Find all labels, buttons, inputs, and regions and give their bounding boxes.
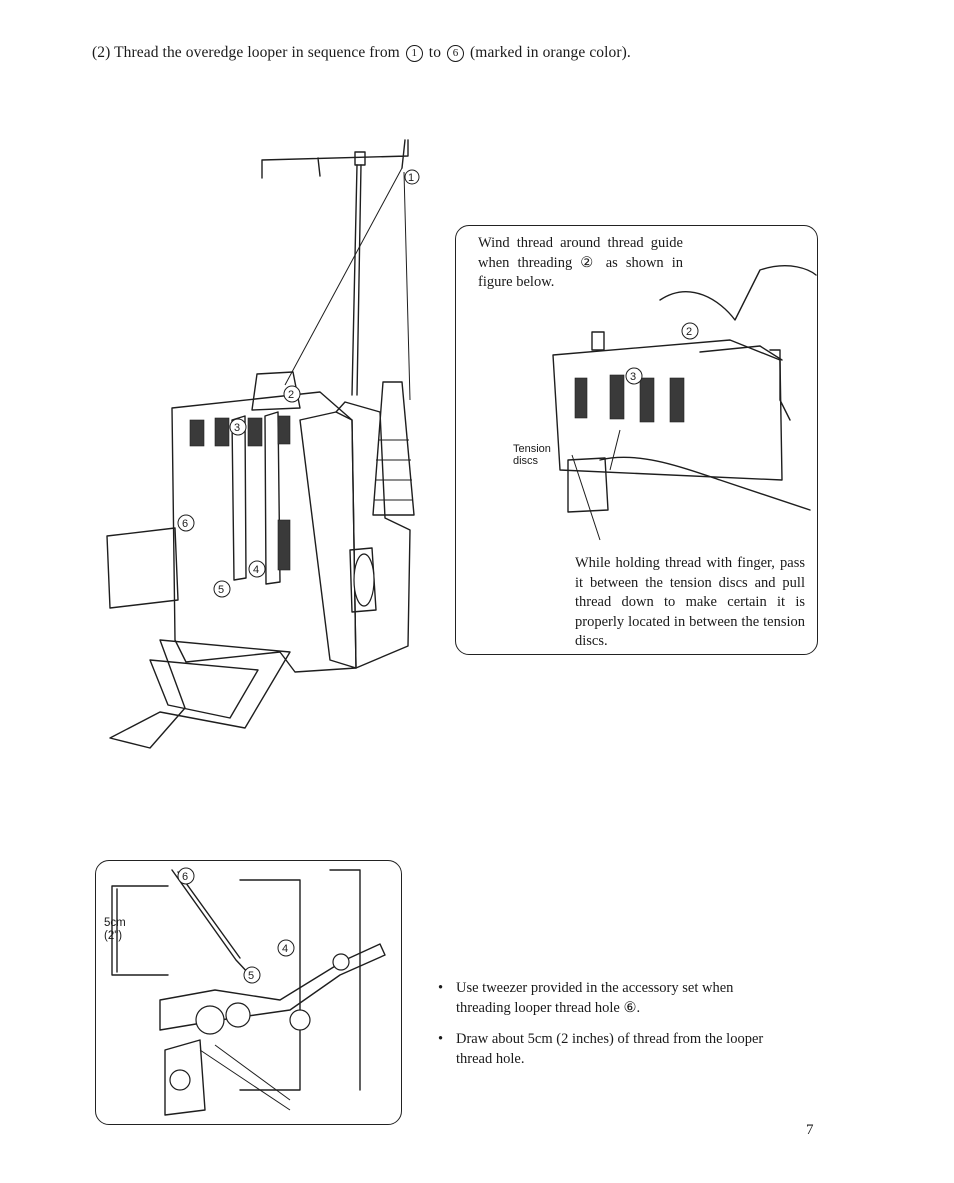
thread-length-label: 5cm (2") bbox=[104, 917, 126, 942]
list-item: • Draw about 5cm (2 inches) of thread fr… bbox=[438, 1031, 764, 1067]
tension-callout-illustration: 2 3 bbox=[552, 265, 817, 541]
looper-callout-illustration: 6 4 5 bbox=[111, 867, 386, 1116]
cone-spool-icon bbox=[251, 371, 415, 516]
instruction-list: • Use tweezer provided in the accessory … bbox=[436, 978, 781, 1080]
marker-4-label: 4 bbox=[253, 564, 259, 576]
machine-body bbox=[106, 391, 411, 673]
marker-6-label: 6 bbox=[182, 518, 188, 530]
marker-end: 6 bbox=[447, 45, 465, 62]
presser-foot-plate bbox=[109, 639, 291, 749]
svg-text:2: 2 bbox=[686, 326, 692, 338]
svg-text:3: 3 bbox=[630, 371, 636, 383]
bullet-icon: • bbox=[438, 980, 444, 996]
thread-stand-icon bbox=[261, 139, 411, 401]
list-item: • Use tweezer provided in the accessory … bbox=[438, 980, 734, 1016]
svg-text:4: 4 bbox=[282, 943, 288, 955]
svg-text:6: 6 bbox=[182, 871, 188, 883]
step-heading: (2) Thread the overedge looper in sequen… bbox=[92, 44, 631, 62]
marker-start: 1 bbox=[405, 45, 423, 62]
machine-markers: 1 2 3 4 5 6 bbox=[177, 169, 420, 598]
heading-suffix: (marked in orange color). bbox=[470, 44, 631, 61]
tension-callout-box bbox=[455, 225, 818, 655]
wind-thread-instruction: Wind thread around thread guide when thr… bbox=[478, 235, 683, 290]
hold-thread-instruction: While holding thread with finger, pass i… bbox=[575, 555, 805, 649]
marker-5-label: 5 bbox=[218, 584, 224, 596]
page-number: 7 bbox=[806, 1122, 814, 1138]
looper-callout-box bbox=[95, 860, 402, 1125]
svg-text:5: 5 bbox=[248, 970, 254, 982]
tension-dials-main bbox=[189, 415, 291, 571]
heading-to: to bbox=[428, 44, 442, 61]
bullet-icon: • bbox=[438, 1031, 444, 1047]
marker-1-label: 1 bbox=[408, 172, 414, 184]
tension-discs-label: Tension discs bbox=[513, 443, 551, 467]
heading-prefix: (2) Thread the overedge looper in sequen… bbox=[92, 44, 400, 61]
marker-2-label: 2 bbox=[288, 389, 294, 401]
marker-3-label: 3 bbox=[234, 422, 240, 434]
